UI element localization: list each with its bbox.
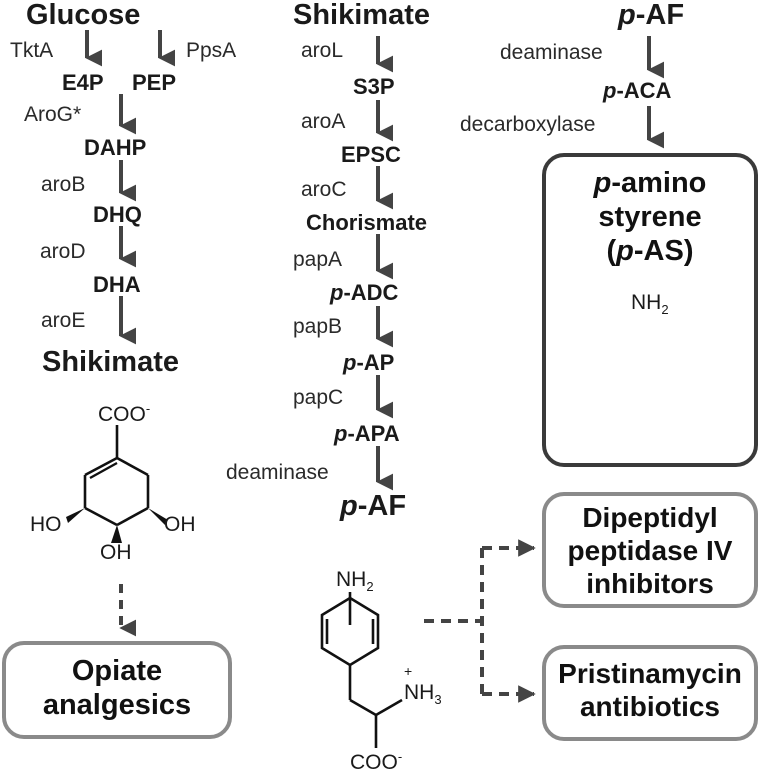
opiate-analgesics-box <box>2 641 232 739</box>
paf-coo: COO- <box>350 749 403 774</box>
paf-nh3: NH3 <box>404 681 442 708</box>
padc-label: p-ADC <box>330 280 399 305</box>
p-aminostyrene-box <box>542 153 758 467</box>
enzyme-aroc: aroC <box>301 178 347 201</box>
styrene-nh2: NH2 <box>631 291 669 318</box>
enzyme-deaminase-2: deaminase <box>500 41 603 64</box>
dpp-iv-box <box>542 492 758 608</box>
enzyme-deaminase: deaminase <box>226 461 329 484</box>
enzyme-papb: papB <box>293 315 343 338</box>
pristinamycin-label: Pristinamycin antibiotics <box>558 658 742 723</box>
p-aminostyrene-label: p-amino styrene (p-AS) <box>593 167 707 268</box>
pap-label: p-AP <box>343 350 395 375</box>
enzyme-decarboxylase: decarboxylase <box>460 113 596 136</box>
enzyme-aroe: aroE <box>41 309 86 332</box>
shikimate-wedges <box>66 508 168 543</box>
enzyme-arol: aroL <box>301 39 344 62</box>
shikimate-structure <box>83 425 150 527</box>
shikimate-oh-right: OH <box>164 513 196 536</box>
pep-label: PEP <box>132 70 177 95</box>
dahp-label: DAHP <box>84 135 147 160</box>
paca-label: p-ACA <box>603 78 672 103</box>
enzyme-arod: aroD <box>40 240 86 263</box>
epsc-label: EPSC <box>341 142 401 167</box>
opiate-analgesics-label: Opiate analgesics <box>42 655 192 722</box>
enzyme-arog: AroG* <box>24 103 82 126</box>
papa-label: p-APA <box>334 421 400 446</box>
s3p-label: S3P <box>353 74 395 99</box>
shikimate-coo: COO- <box>98 401 151 426</box>
e4p-label: E4P <box>62 70 104 95</box>
enzyme-aroa: aroA <box>301 110 346 133</box>
paf-nh2: NH2 <box>336 568 374 595</box>
enzyme-tkta: TktA <box>10 39 54 62</box>
dha-label: DHA <box>93 272 141 297</box>
shikimate-label: Shikimate <box>42 346 179 378</box>
chorismate-label: Chorismate <box>306 210 428 235</box>
paf-nh3-charge: + <box>404 663 413 679</box>
glucose-label: Glucose <box>26 0 141 31</box>
enzyme-ppsa: PpsA <box>186 39 237 62</box>
enzyme-arob: aroB <box>41 173 86 196</box>
shikimate-ho-left: HO <box>30 513 62 536</box>
shikimate-col2-label: Shikimate <box>293 0 430 31</box>
enzyme-papa: papA <box>293 248 343 271</box>
enzyme-papc: papC <box>293 386 344 409</box>
paf-structure <box>320 592 403 748</box>
dhq-label: DHQ <box>93 202 142 227</box>
dpp-iv-label: Dipeptidyl peptidase IV inhibitors <box>567 502 733 600</box>
shikimate-oh-bottom: OH <box>100 541 132 564</box>
paf-col3-label: p-AF <box>618 0 685 31</box>
paf-label: p-AF <box>340 490 407 522</box>
pristinamycin-box <box>542 645 758 741</box>
